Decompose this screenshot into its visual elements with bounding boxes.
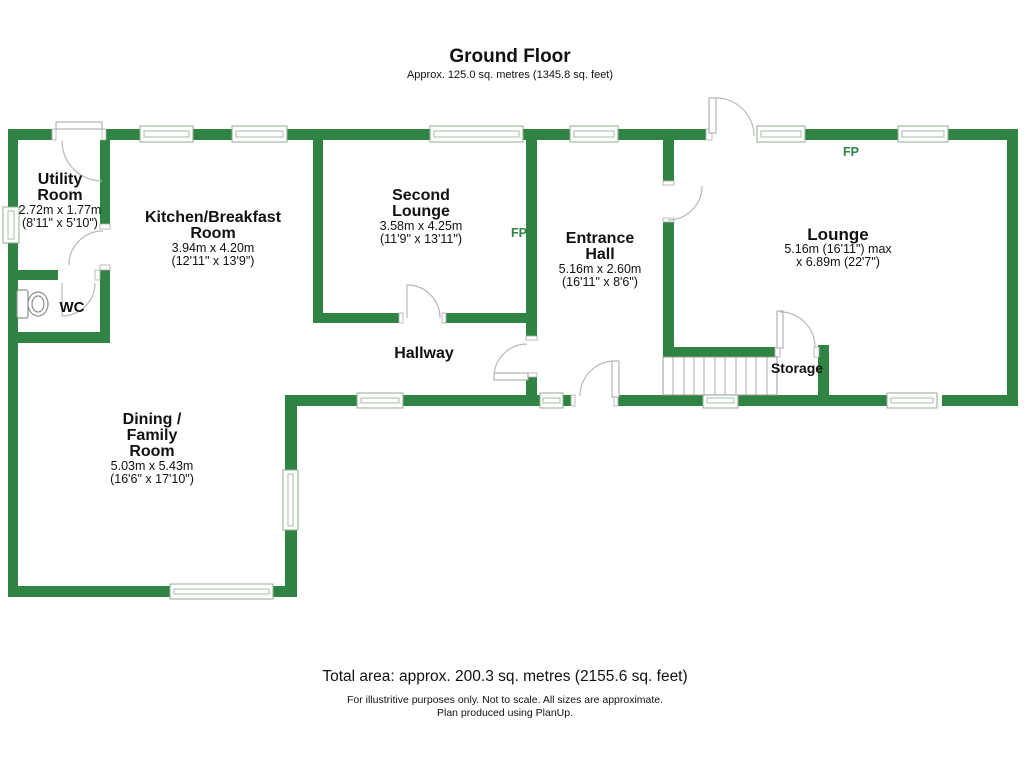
room-label-hallway: Hallway bbox=[394, 345, 454, 362]
room-label-dining: Dining / Family Room 5.03m x 5.43m (16'6… bbox=[110, 412, 194, 486]
page-title: Ground Floor bbox=[449, 46, 571, 67]
room-name: Family bbox=[126, 427, 178, 444]
room-dim-metric: 5.03m x 5.43m bbox=[110, 459, 194, 473]
windows bbox=[2, 125, 949, 600]
room-name: Dining / bbox=[122, 411, 182, 428]
door-jambs bbox=[51, 128, 820, 407]
room-dim-imperial: x 6.89m (22'7") bbox=[796, 255, 880, 269]
room-label-storage: Storage bbox=[770, 360, 824, 376]
walls bbox=[8, 129, 1018, 597]
room-dim-imperial: (16'11" x 8'6") bbox=[562, 275, 638, 289]
room-name: Kitchen/Breakfast bbox=[144, 209, 282, 226]
total-area-text: Total area: approx. 200.3 sq. metres (21… bbox=[322, 668, 688, 685]
room-name: Second bbox=[392, 187, 450, 204]
room-dim-metric: 5.16m (16'11") max bbox=[784, 242, 892, 256]
room-label-lounge: Lounge 5.16m (16'11") max x 6.89m (22'7"… bbox=[784, 226, 891, 269]
room-label-second-lounge: Second Lounge 3.58m x 4.25m (11'9" x 13'… bbox=[380, 188, 463, 246]
room-label-kitchen: Kitchen/Breakfast Room 3.94m x 4.20m (12… bbox=[145, 210, 281, 268]
room-dim-imperial: (8'11" x 5'10") bbox=[22, 216, 98, 230]
room-dim-metric: 3.58m x 4.25m bbox=[379, 219, 463, 233]
room-name: Utility bbox=[37, 171, 83, 188]
room-name: Room bbox=[37, 187, 83, 204]
room-name: Entrance bbox=[565, 230, 635, 247]
fireplace-label-second-lounge: FP bbox=[511, 226, 527, 240]
room-dim-imperial: (11'9" x 13'11") bbox=[380, 232, 462, 246]
room-name: Room bbox=[190, 225, 236, 242]
credit-text: Plan produced using PlanUp. bbox=[436, 707, 574, 719]
staircase bbox=[662, 356, 778, 396]
room-name: Lounge bbox=[807, 225, 869, 244]
room-label-entrance-hall: Entrance Hall 5.16m x 2.60m (16'11" x 8'… bbox=[559, 231, 642, 289]
room-dim-imperial: (12'11" x 13'9") bbox=[171, 254, 255, 268]
room-dim-metric: 2.72m x 1.77m bbox=[18, 203, 102, 217]
room-dim-imperial: (16'6" x 17'10") bbox=[110, 472, 194, 486]
room-name: Room bbox=[129, 443, 175, 460]
room-name: Lounge bbox=[392, 203, 450, 220]
room-dim-metric: 3.94m x 4.20m bbox=[171, 241, 255, 255]
room-label-wc: WC bbox=[59, 299, 85, 316]
fireplace-label-lounge: FP bbox=[843, 145, 859, 159]
disclaimer-text: For illustritive purposes only. Not to s… bbox=[346, 694, 664, 706]
toilet-icon bbox=[16, 289, 49, 319]
room-name: Hall bbox=[585, 246, 615, 263]
room-label-utility: Utility Room 2.72m x 1.77m (8'11" x 5'10… bbox=[19, 172, 102, 230]
doors bbox=[55, 97, 816, 398]
room-dim-metric: 5.16m x 2.60m bbox=[558, 262, 642, 276]
page-subtitle: Approx. 125.0 sq. metres (1345.8 sq. fee… bbox=[406, 69, 614, 81]
